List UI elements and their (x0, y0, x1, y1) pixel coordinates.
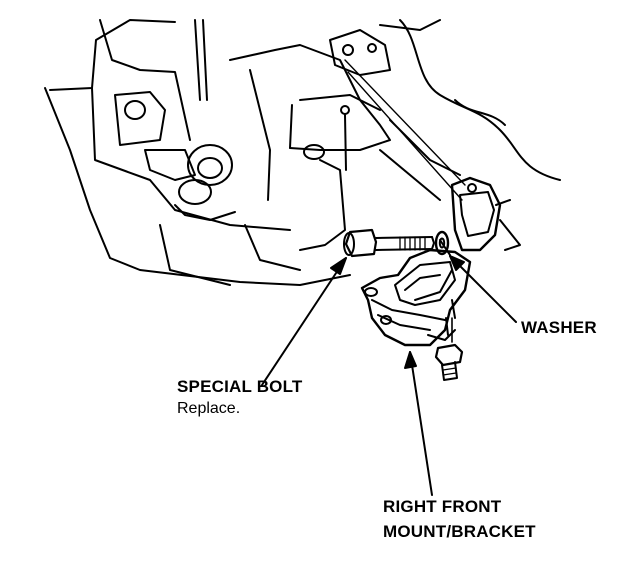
engine-block-art (44, 19, 561, 286)
leader-arrows (261, 255, 517, 496)
washer-label: WASHER (521, 318, 597, 337)
special-bolt (343, 228, 435, 258)
special-bolt-note: Replace. (177, 400, 241, 417)
mount-bracket-part (360, 248, 472, 347)
special-bolt-leader (261, 257, 347, 386)
special-bolt-label: SPECIAL BOLT (177, 377, 303, 396)
lower-bolt (434, 317, 464, 381)
mount-bracket-label-line1: RIGHT FRONT (383, 497, 502, 516)
washer-leader (449, 255, 517, 323)
mount-bracket-leader (409, 351, 433, 496)
washer-part (434, 230, 450, 256)
upper-mount-bracket (450, 176, 511, 252)
mount-bracket-label-line2: MOUNT/BRACKET (383, 522, 536, 541)
